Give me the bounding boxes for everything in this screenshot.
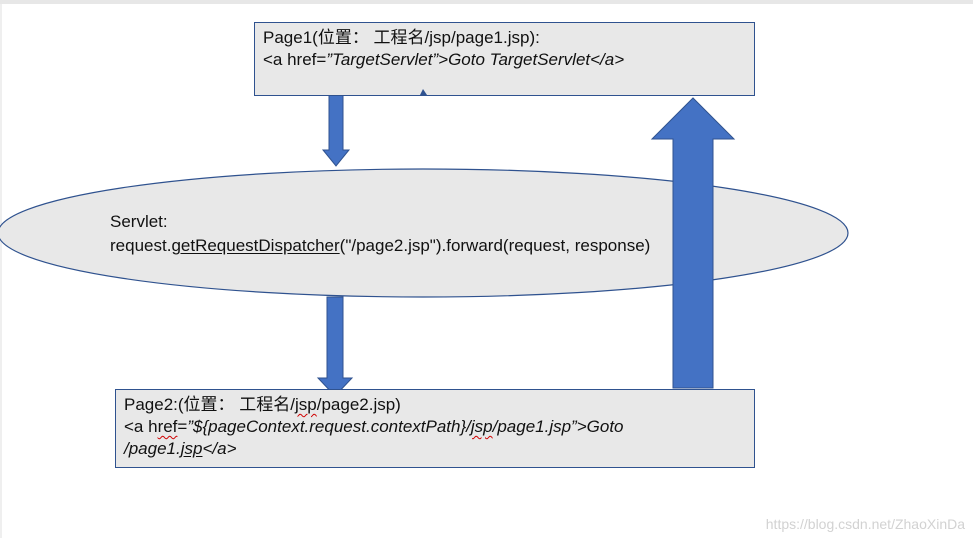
arrow-page2-to-page1: [650, 97, 736, 389]
servlet-code: request.getRequestDispatcher("/page2.jsp…: [110, 234, 650, 258]
page2-code-eq: =: [177, 417, 188, 436]
page2-title-jsp: jsp: [295, 395, 317, 414]
arrow-servlet-to-page2: [316, 296, 354, 397]
servlet-ellipse: [0, 168, 849, 298]
page2-title-b: /page2.jsp): [316, 395, 401, 414]
top-border: [0, 0, 973, 4]
arrow-page1-to-servlet: [321, 93, 351, 167]
page2-title-a: Page2:(位置： 工程名/: [124, 395, 295, 414]
left-border: [0, 4, 2, 538]
servlet-label: Servlet:: [110, 212, 168, 231]
page2-box: Page2:(位置： 工程名/jsp/page2.jsp) <a href=”$…: [115, 389, 755, 468]
page1-code-rest: >Goto TargetServlet</a>: [438, 50, 625, 69]
page2-code: <a href=”${pageContext.request.contextPa…: [124, 416, 746, 438]
page1-box: Page1(位置： 工程名/jsp/page1.jsp): <a href=”T…: [254, 22, 755, 96]
page2-code-jsp: jsp: [470, 417, 493, 436]
servlet-code-after: ("/page2.jsp").forward(request, response…: [339, 236, 651, 255]
page2-code-prefix: <a h: [124, 417, 158, 436]
page1-marker: [420, 89, 427, 95]
page1-title: Page1(位置： 工程名/jsp/page1.jsp):: [263, 28, 540, 47]
page1-code-prefix: <a href=: [263, 50, 327, 69]
servlet-code-method: getRequestDispatcher: [171, 236, 340, 255]
servlet-text: Servlet: request.getRequestDispatcher("/…: [110, 210, 650, 258]
page2-title: Page2:(位置： 工程名/jsp/page2.jsp): [124, 394, 746, 416]
page2-code-ref: ref: [157, 417, 178, 436]
page2-code-expr: ”${pageContext.request.contextPath}/: [187, 417, 471, 436]
watermark: https://blog.csdn.net/ZhaoXinDa: [765, 516, 965, 532]
page1-code: <a href=”TargetServlet”>Goto TargetServl…: [263, 49, 746, 71]
servlet-code-before: request.: [110, 236, 172, 255]
page1-code-href: ”TargetServlet”: [326, 50, 439, 69]
page2-line3-a: /page1.: [124, 439, 181, 458]
page2-line3-jsp: jsp: [180, 439, 203, 458]
page2-line3-b: </a>: [202, 439, 237, 458]
page2-code-tail: /page1.jsp”>Goto: [492, 417, 624, 436]
page2-code-line3: /page1.jsp</a>: [124, 438, 746, 460]
